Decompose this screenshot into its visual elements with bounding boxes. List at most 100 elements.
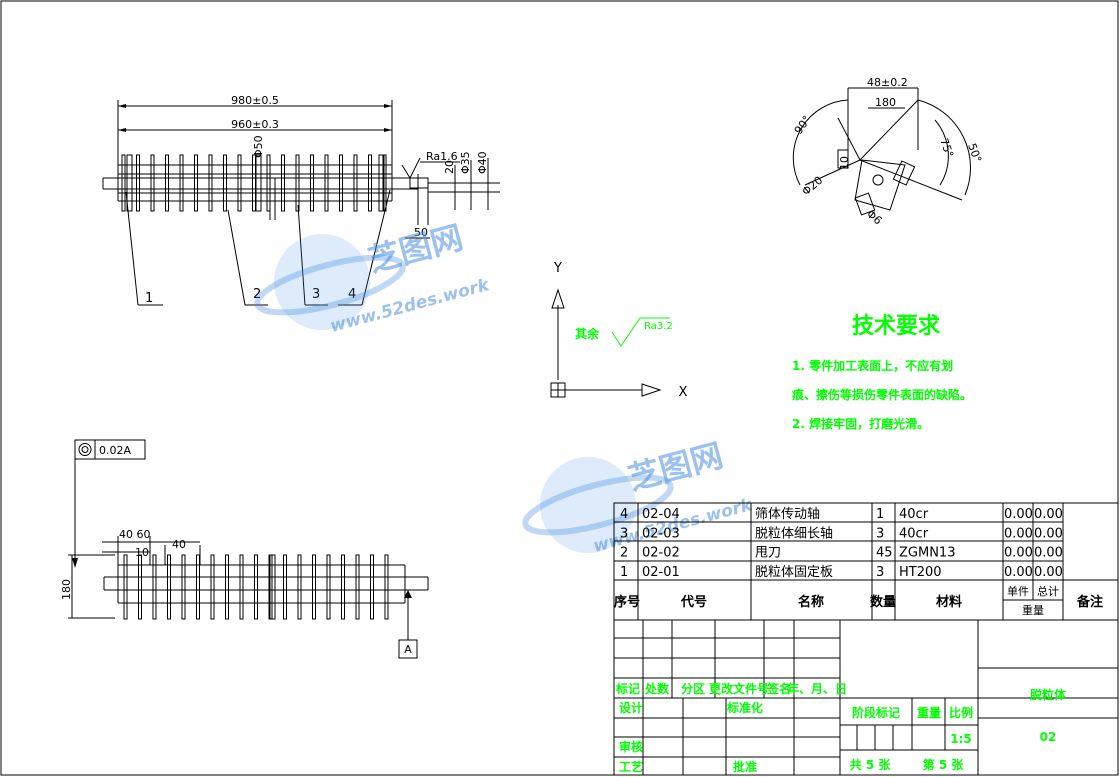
dim-20: 20 bbox=[443, 160, 456, 174]
bom-cell-total: 0.00 bbox=[1034, 546, 1063, 561]
tb-sign: 签名 bbox=[766, 681, 791, 696]
bottom-blade bbox=[225, 554, 229, 620]
bottom-blade bbox=[341, 554, 345, 620]
dim-50: 50° bbox=[965, 142, 984, 165]
bom-cell-name: 脱粒体固定板 bbox=[755, 565, 833, 580]
front-blade bbox=[150, 154, 155, 212]
front-blade bbox=[165, 154, 169, 212]
bottom-blade bbox=[297, 554, 302, 620]
bottom-blade bbox=[167, 554, 171, 620]
tolerance-value: 0.02A bbox=[99, 444, 131, 457]
bom-cell-code: 02-02 bbox=[642, 546, 680, 561]
dim-roughness: Ra1.6 bbox=[426, 150, 458, 163]
front-blade bbox=[281, 154, 285, 212]
dim-d35: Φ35 bbox=[459, 151, 472, 174]
front-blade bbox=[252, 154, 256, 212]
dim-d50: Φ50 bbox=[252, 135, 265, 158]
dim-10-bottom: 10 bbox=[135, 546, 149, 559]
dim-180-bottom: 180 bbox=[60, 579, 73, 600]
tb-design: 设计 bbox=[619, 700, 643, 715]
tb-zone: 分区 bbox=[681, 681, 705, 696]
bottom-blade bbox=[138, 554, 142, 620]
bottom-blade bbox=[384, 554, 389, 620]
bom-cell-no: 2 bbox=[620, 546, 628, 561]
bottom-blade bbox=[181, 554, 186, 620]
tb-check: 审核 bbox=[619, 739, 643, 754]
datum-box bbox=[398, 639, 418, 659]
tech-req-line-2: 痕、擦伤等损伤零件表面的缺陷。 bbox=[791, 387, 972, 402]
front-blade bbox=[208, 154, 213, 212]
front-view: 980±0.5 960±0.3 Φ50 Ra1.6 50 20 Φ35 Φ40 … bbox=[102, 94, 500, 306]
front-blade bbox=[179, 154, 184, 212]
tech-req-line-3: 2. 焊接牢固，打磨光滑。 bbox=[792, 416, 929, 431]
front-blade bbox=[295, 154, 300, 212]
dim-48: 48±0.2 bbox=[867, 76, 908, 89]
dim-75: 75° bbox=[937, 137, 956, 160]
tb-weight: 重量 bbox=[917, 705, 941, 720]
dim-10: 10 bbox=[838, 156, 851, 170]
balloon-4: 4 bbox=[348, 287, 356, 302]
bom-cell-name: 甩刀 bbox=[755, 546, 781, 561]
surface-note-value: Ra3.2 bbox=[644, 321, 673, 332]
bom-header-total: 总计 bbox=[1037, 584, 1059, 598]
bom-cell-qty: 1 bbox=[876, 507, 884, 522]
tb-change-doc: 更改文件号 bbox=[709, 681, 769, 696]
dim-d40: Φ40 bbox=[476, 151, 489, 174]
bottom-blade bbox=[239, 554, 244, 620]
bom-cell-no: 4 bbox=[620, 507, 628, 522]
tb-total-sheets: 共 5 张 bbox=[850, 757, 892, 772]
bom-cell-mat: 40cr bbox=[899, 526, 929, 541]
bom-cell-total: 0.00 bbox=[1034, 507, 1063, 522]
bom-cell-qty: 45 bbox=[876, 546, 893, 561]
front-blade bbox=[324, 154, 329, 212]
tb-drawing-code: 02 bbox=[1040, 730, 1057, 744]
bom-header-weight: 重量 bbox=[1022, 603, 1044, 617]
surface-note-label: 其余 bbox=[575, 326, 600, 341]
bom-header-no: 序号 bbox=[614, 594, 640, 610]
bom-cell-unit: 0.00 bbox=[1004, 507, 1033, 522]
title-block: 标记 处数 分区 更改文件号 签名 年、月、日 设计 标准化 审核 工艺 批准 … bbox=[613, 619, 1119, 776]
bom-cell-name: 筛体传动轴 bbox=[755, 507, 820, 522]
bom-header-unit: 单件 bbox=[1007, 585, 1029, 598]
bom-cell-qty: 3 bbox=[876, 526, 884, 541]
bottom-blade bbox=[210, 554, 215, 620]
tech-req-title: 技术要求 bbox=[852, 314, 940, 339]
bom-header-code: 代号 bbox=[680, 594, 707, 610]
bom-header-remark: 备注 bbox=[1076, 594, 1103, 610]
bottom-blade bbox=[152, 554, 157, 620]
tb-approve: 批准 bbox=[733, 759, 757, 774]
tb-stage-mark: 阶段标记 bbox=[852, 705, 900, 720]
tb-sheet-no: 第 5 张 bbox=[923, 757, 965, 772]
bottom-blade bbox=[326, 554, 331, 620]
balloon-3: 3 bbox=[312, 287, 320, 302]
dim-50: 50 bbox=[414, 226, 428, 239]
dim-40-bottom: 40 bbox=[172, 538, 186, 551]
side-view: 48±0.2 180 90° 75° 50° 10 Φ20 Φ6 bbox=[792, 76, 984, 227]
dim-40-60: 40 60 bbox=[119, 528, 151, 541]
watermark-1: 芝图网 www.52des.work bbox=[254, 218, 493, 337]
bom-cell-code: 02-04 bbox=[642, 507, 680, 522]
bottom-blade bbox=[196, 554, 200, 620]
tb-count: 处数 bbox=[644, 681, 670, 696]
front-blade bbox=[368, 154, 372, 212]
tech-req-line-1: 1. 零件加工表面上，不应有划 bbox=[792, 358, 953, 373]
tb-date: 年、月、日 bbox=[787, 681, 847, 696]
bom-cell-name: 脱粒体细长轴 bbox=[755, 526, 833, 541]
front-blade bbox=[121, 154, 126, 212]
bottom-blade bbox=[370, 554, 374, 620]
bom-cell-qty: 3 bbox=[876, 565, 884, 580]
bom-cell-no: 1 bbox=[620, 565, 628, 580]
dim-inner: 960±0.3 bbox=[231, 118, 279, 131]
bom-cell-total: 0.00 bbox=[1034, 565, 1063, 580]
surface-note: 其余 Ra3.2 bbox=[575, 317, 673, 347]
bom-cell-code: 02-03 bbox=[642, 526, 680, 541]
bom-header-mat: 材料 bbox=[936, 594, 962, 610]
balloon-1: 1 bbox=[145, 291, 153, 306]
bom-cell-unit: 0.00 bbox=[1004, 546, 1033, 561]
tolerance-frame bbox=[74, 439, 146, 460]
front-blade bbox=[237, 154, 242, 212]
bottom-view: 0.02A 180 A 40 60 40 10 bbox=[60, 439, 429, 659]
bom-cell-unit: 0.00 bbox=[1004, 526, 1033, 541]
bom-cell-mat: 40cr bbox=[899, 507, 929, 522]
